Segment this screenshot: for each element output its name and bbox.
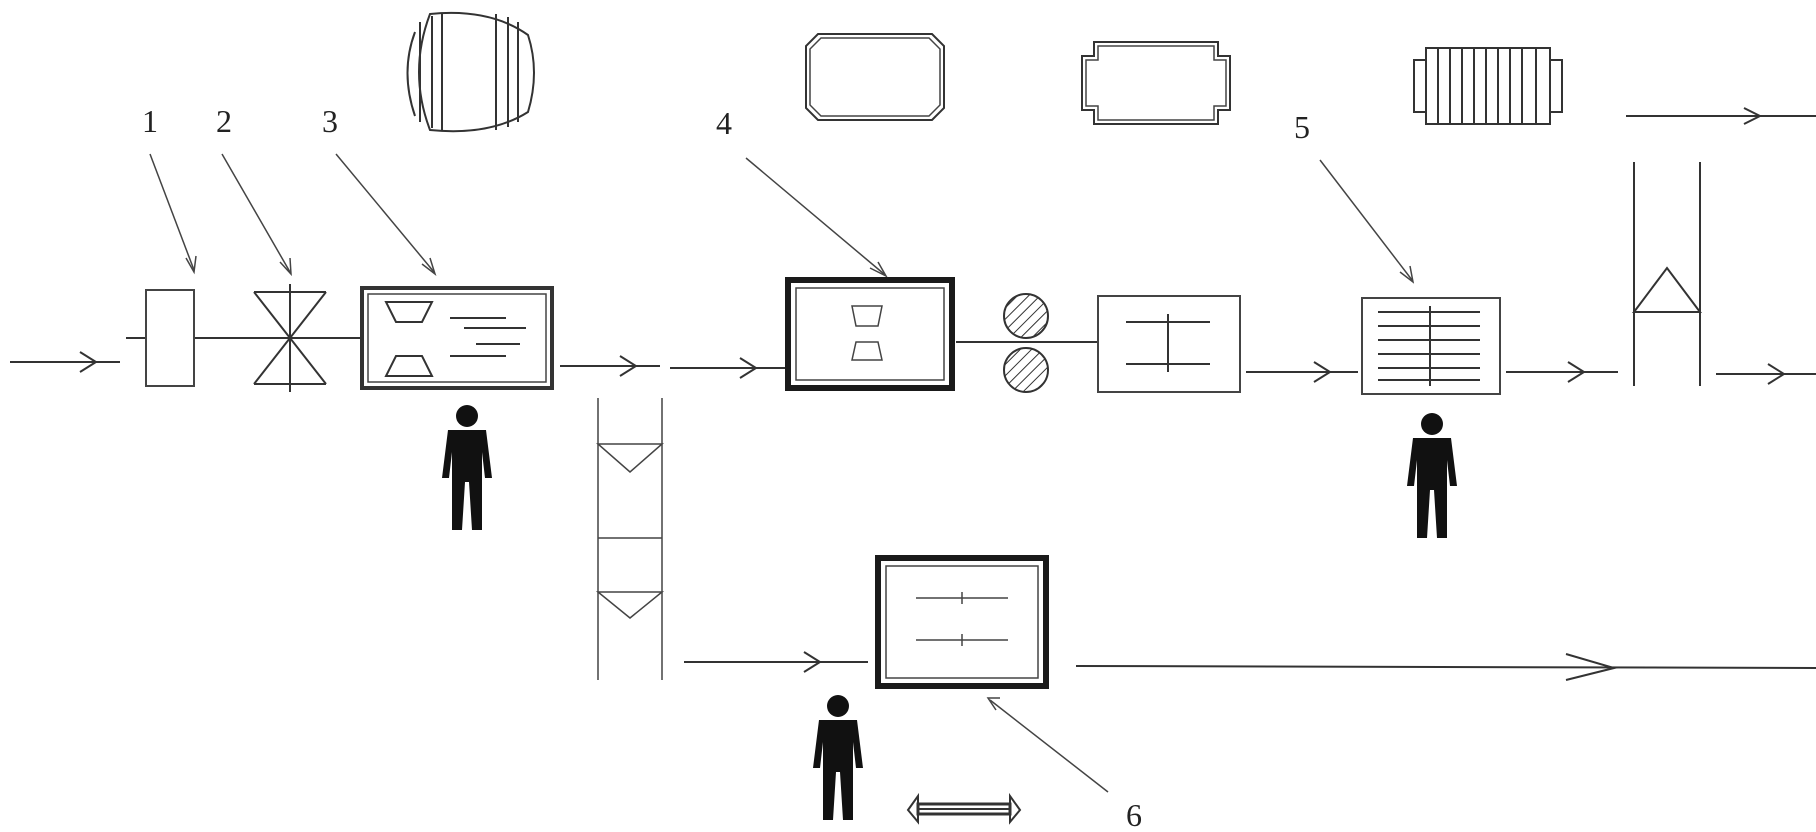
station-6-machine	[875, 555, 1049, 689]
section-profile-flat-bar	[906, 792, 1022, 825]
person-icon-2	[1407, 413, 1457, 538]
label-1: 1	[142, 103, 158, 139]
input-arrow	[10, 351, 120, 373]
leader-line-5	[1319, 159, 1415, 284]
station-3-machine	[360, 286, 554, 390]
leader-line-6	[986, 697, 1109, 793]
person-icon-1	[442, 405, 492, 530]
station-h-profile	[1097, 295, 1241, 393]
label-5: 5	[1294, 109, 1310, 145]
flow-arrow-to-6	[684, 651, 868, 673]
leader-line-4	[745, 157, 888, 278]
leader-line-1	[149, 153, 197, 275]
station-2-cross	[253, 284, 327, 392]
output-arrow-row-1	[1716, 363, 1816, 385]
label-3: 3	[322, 103, 338, 139]
station-5-wire-bundle	[1361, 297, 1501, 395]
station-4-machine	[785, 277, 955, 391]
person-icon-3	[813, 695, 863, 820]
leader-line-2	[221, 153, 292, 277]
section-profile-barrel	[406, 11, 535, 133]
section-profile-rounded-rect	[805, 33, 945, 121]
stacking-channel-left	[595, 398, 665, 680]
section-profile-ribbed	[1413, 47, 1563, 125]
station-1-box	[145, 289, 195, 387]
double-arrow-icon	[1075, 653, 1816, 681]
leader-line-3	[335, 153, 437, 277]
label-6: 6	[1126, 797, 1142, 832]
flow-arrow-top-right	[1626, 107, 1816, 125]
flow-arrow-3-4	[560, 355, 786, 379]
flow-arrow-5-out	[1506, 361, 1618, 383]
hatched-roll-icon	[1003, 293, 1049, 393]
section-profile-notched-rect	[1081, 41, 1231, 125]
label-4: 4	[716, 105, 732, 141]
flow-arrow-h-5	[1246, 361, 1358, 383]
stacking-channel-right	[1632, 162, 1702, 386]
label-2: 2	[216, 103, 232, 139]
